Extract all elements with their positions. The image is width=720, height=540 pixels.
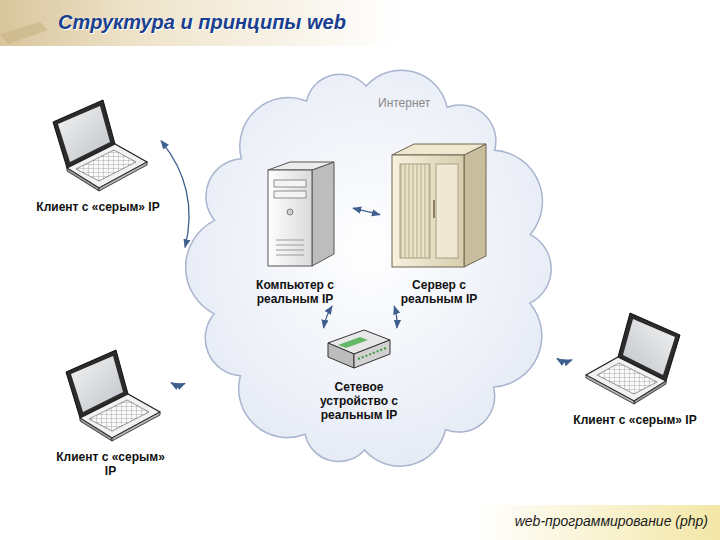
device-node: Компьютер с реальным IP	[237, 160, 353, 306]
icon-holder	[324, 328, 394, 376]
icon-holder	[250, 160, 340, 274]
node-label: Клиент с «серым» IP	[50, 450, 171, 478]
cloud-region: ИнтернетКомпьютер с реальным IP Сервер с …	[185, 62, 557, 474]
title-banner	[0, 0, 400, 46]
device-node: Клиент с «серым» IP	[50, 342, 171, 478]
laptop-icon	[580, 305, 690, 405]
device-node: Клиент с «серым» IP	[572, 305, 698, 427]
device-node: Сервер с реальным IP	[380, 140, 498, 306]
node-label: Компьютер с реальным IP	[237, 278, 353, 306]
icon-holder	[43, 92, 153, 196]
icon-holder	[384, 140, 494, 274]
server-icon	[384, 140, 494, 270]
laptop-icon	[43, 92, 153, 192]
connector-arrow	[171, 383, 185, 385]
laptop-icon	[56, 342, 166, 442]
icon-holder	[580, 305, 690, 409]
region-label: Интернет	[378, 96, 430, 110]
node-label: Сервер с реальным IP	[380, 278, 498, 306]
network-device-icon	[324, 328, 394, 372]
node-label: Сетевое устройство с реальным IP	[300, 380, 418, 422]
device-node: Клиент с «серым» IP	[35, 92, 161, 214]
icon-holder	[56, 342, 166, 446]
device-node: Сетевое устройство с реальным IP	[300, 328, 418, 422]
footer-label: web-программирование (php)	[515, 512, 708, 530]
node-label: Клиент с «серым» IP	[573, 413, 696, 427]
node-label: Клиент с «серым» IP	[36, 200, 159, 214]
connector-arrow	[161, 141, 189, 248]
footer-band	[475, 505, 720, 540]
connector-arrow	[557, 359, 572, 362]
computer-icon	[250, 160, 340, 270]
slide-title: Структура и принципы web	[58, 9, 346, 35]
book-image	[0, 22, 48, 44]
